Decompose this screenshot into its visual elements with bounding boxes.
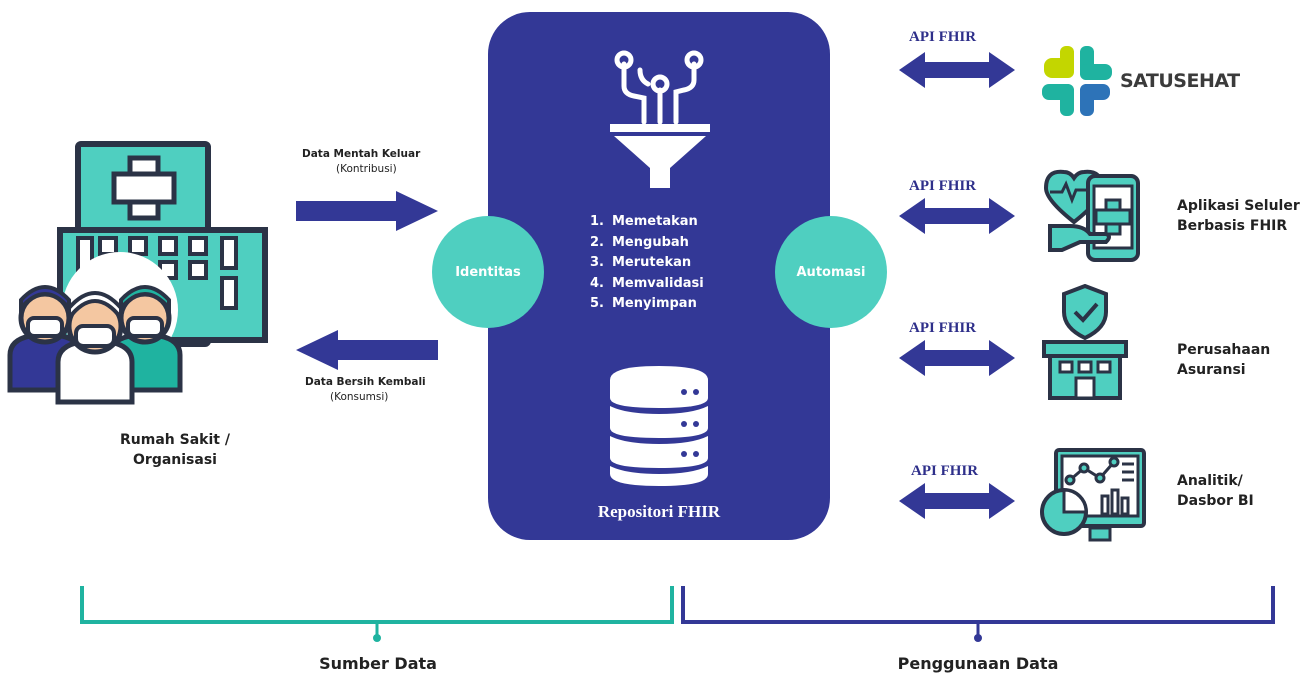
mobile-app-label-line2: Berbasis FHIR xyxy=(1177,218,1288,234)
flow-out-subtitle: (Kontribusi) xyxy=(336,163,397,175)
source-label: Rumah Sakit / Organisasi xyxy=(100,430,250,470)
usage-bracket xyxy=(681,586,1275,642)
source-label-line2: Organisasi xyxy=(133,452,217,468)
mobile-app-label: Aplikasi Seluler Berbasis FHIR xyxy=(1177,196,1300,236)
api-bidirectional-arrow xyxy=(899,52,1015,88)
hospital-staff-icon xyxy=(7,141,268,405)
analytics-label: Analitik/ Dasbor BI xyxy=(1177,471,1254,511)
processing-steps: 1.Memetakan 2.Mengubah 3.Merutekan 4.Mem… xyxy=(590,212,704,315)
flow-out-title: Data Mentah Keluar xyxy=(302,148,421,160)
source-section-title: Sumber Data xyxy=(319,654,437,673)
analytics-label-line2: Dasbor BI xyxy=(1177,493,1254,509)
repository-title: Repositori FHIR xyxy=(597,502,721,521)
api-label: API FHIR xyxy=(911,463,979,479)
mobile-app-label-line1: Aplikasi Seluler xyxy=(1177,198,1300,214)
insurance-label-line2: Asuransi xyxy=(1177,362,1246,378)
analytics-dashboard-icon xyxy=(1040,448,1146,542)
step-item: 3.Merutekan xyxy=(590,255,692,270)
api-bidirectional-arrow xyxy=(899,198,1015,234)
flow-in-title: Data Bersih Kembali xyxy=(305,376,426,388)
database-icon xyxy=(610,366,708,486)
insurance-label-line1: Perusahaan xyxy=(1177,342,1271,358)
satusehat-label: SATUSEHAT xyxy=(1120,70,1240,92)
flow-in-subtitle: (Konsumsi) xyxy=(330,391,389,403)
step-item: 2.Mengubah xyxy=(590,234,689,250)
step-item: 5.Menyimpan xyxy=(590,296,697,311)
api-bidirectional-arrow xyxy=(899,483,1015,519)
api-label: API FHIR xyxy=(909,320,977,336)
api-label: API FHIR xyxy=(909,178,977,194)
data-funnel-icon xyxy=(610,50,710,188)
flow-in-arrow xyxy=(296,330,438,370)
insurance-building-icon xyxy=(1042,284,1128,400)
step-item: 1.Memetakan xyxy=(590,214,698,229)
source-label-line1: Rumah Sakit / xyxy=(120,432,230,448)
identity-badge: Identitas xyxy=(432,216,544,328)
mobile-health-app-icon xyxy=(1043,169,1140,262)
step-item: 4.Memvalidasi xyxy=(590,275,704,291)
source-bracket xyxy=(80,586,674,642)
insurance-label: Perusahaan Asuransi xyxy=(1177,340,1270,380)
flow-out-arrow xyxy=(296,191,438,231)
api-bidirectional-arrow xyxy=(899,340,1015,376)
automation-badge: Automasi xyxy=(775,216,887,328)
api-label: API FHIR xyxy=(909,29,977,45)
usage-section-title: Penggunaan Data xyxy=(897,654,1059,673)
analytics-label-line1: Analitik/ xyxy=(1177,473,1243,489)
satusehat-logo-icon xyxy=(1042,46,1112,116)
